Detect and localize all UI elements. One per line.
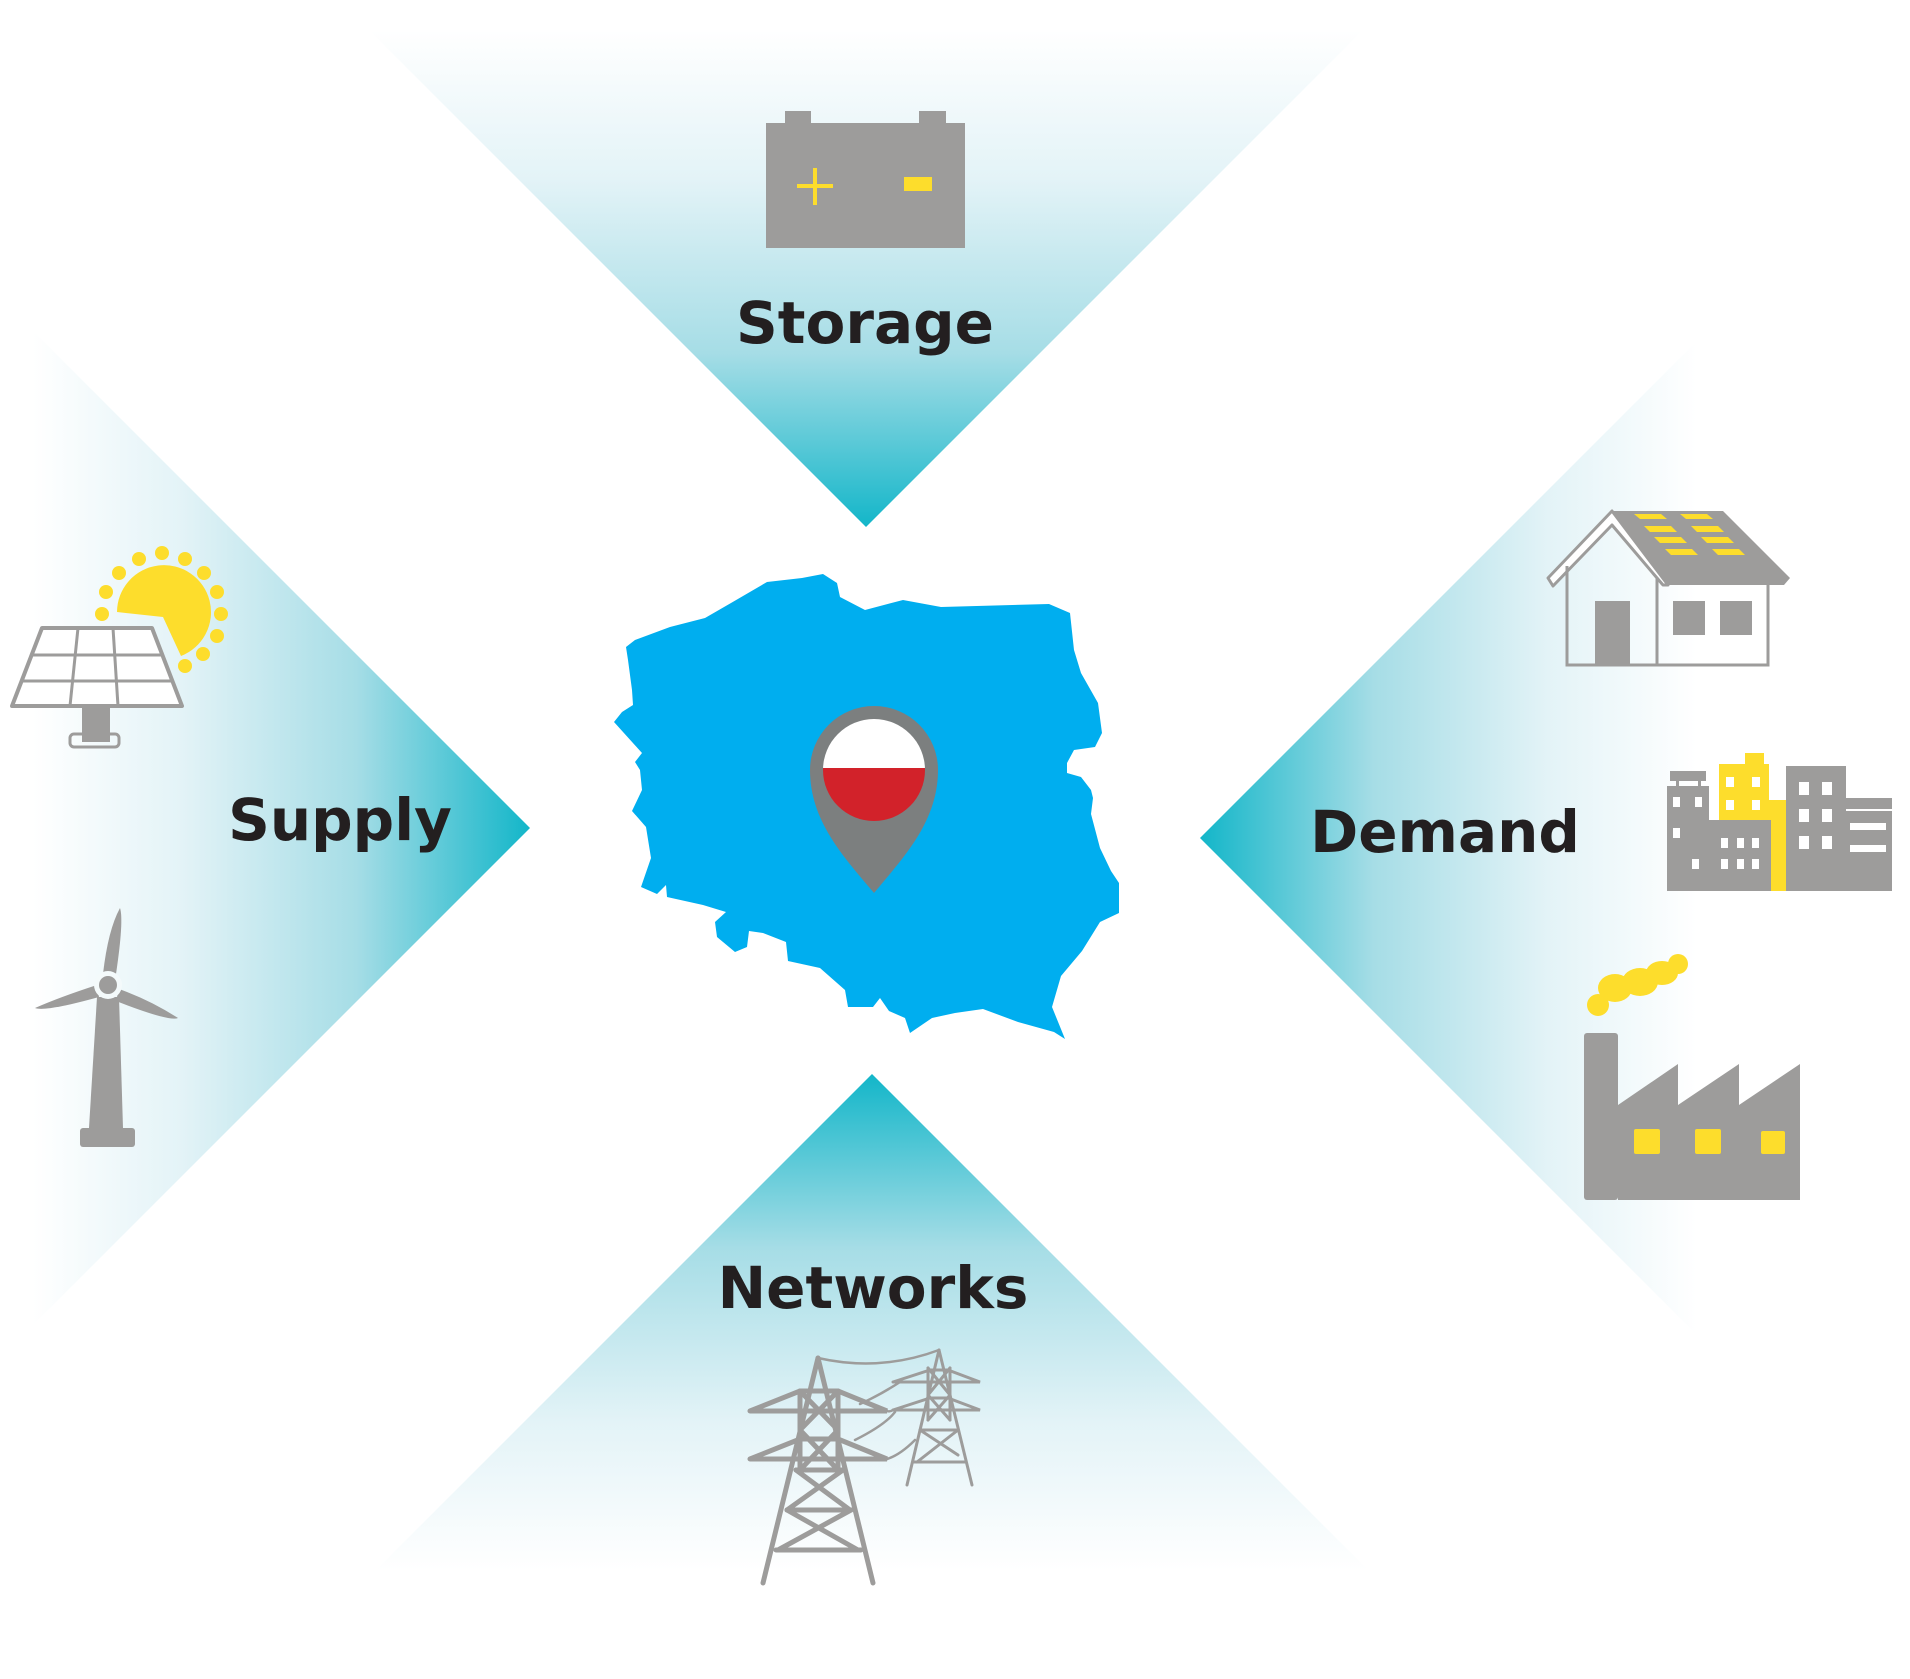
- supply-label: Supply: [228, 786, 452, 854]
- poland-map: [614, 574, 1119, 1039]
- segment-networks: Networks: [375, 1074, 1369, 1586]
- sun-icon: [95, 546, 228, 673]
- location-pin-icon: [810, 706, 938, 893]
- demand-label: Demand: [1310, 798, 1580, 866]
- demand-gradient-triangle: [1200, 341, 1697, 1335]
- city-buildings-icon: [1667, 753, 1892, 891]
- smoke-icon: [1587, 954, 1688, 1016]
- networks-label: Networks: [718, 1254, 1029, 1322]
- networks-gradient-triangle: [375, 1074, 1369, 1571]
- factory-icon: [1584, 954, 1800, 1200]
- house-with-solar-roof-icon: [1546, 509, 1790, 667]
- segment-supply: Supply: [10, 331, 530, 1325]
- storage-label: Storage: [736, 289, 994, 357]
- segment-storage: Storage: [369, 30, 1363, 527]
- solar-panel-icon: [10, 546, 228, 749]
- storage-gradient-triangle: [369, 30, 1363, 527]
- segment-demand: Demand: [1200, 341, 1892, 1335]
- transmission-towers-icon: [747, 1348, 981, 1586]
- wind-turbine-icon: [35, 908, 178, 1147]
- battery-icon: [766, 111, 965, 248]
